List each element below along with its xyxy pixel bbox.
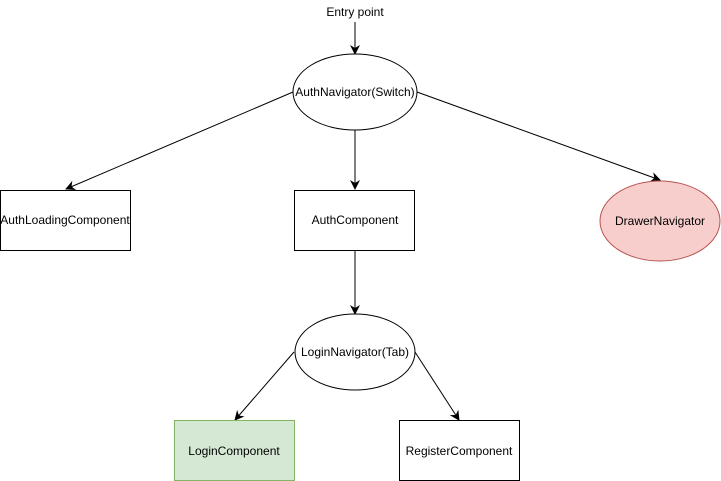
node-label: DrawerNavigator: [615, 214, 705, 228]
edge-auth-navigator-to-drawer: [416, 91, 661, 182]
node-drawer-navigator[interactable]: DrawerNavigator: [599, 180, 721, 262]
edge-login-navigator-to-register: [414, 351, 460, 421]
node-label: LoginComponent: [188, 444, 280, 458]
node-register-component[interactable]: RegisterComponent: [399, 420, 520, 481]
node-label: RegisterComponent: [406, 444, 513, 458]
node-label: LoginNavigator(Tab): [301, 345, 409, 359]
node-label: AuthLoadingComponent: [0, 213, 130, 227]
node-login-navigator[interactable]: LoginNavigator(Tab): [294, 313, 416, 391]
node-auth-loading-component[interactable]: AuthLoadingComponent: [0, 190, 131, 251]
node-label: AuthNavigator(Switch): [295, 85, 414, 99]
node-login-component[interactable]: LoginComponent: [174, 420, 295, 481]
edges: [65, 22, 661, 421]
node-label: AuthComponent: [312, 213, 399, 227]
entry-point-label: Entry point: [326, 5, 384, 19]
edge-auth-navigator-to-auth-loading: [65, 91, 294, 191]
node-auth-component[interactable]: AuthComponent: [294, 190, 415, 251]
node-auth-navigator[interactable]: AuthNavigator(Switch): [292, 53, 418, 131]
edge-login-navigator-to-login-component: [234, 351, 295, 421]
